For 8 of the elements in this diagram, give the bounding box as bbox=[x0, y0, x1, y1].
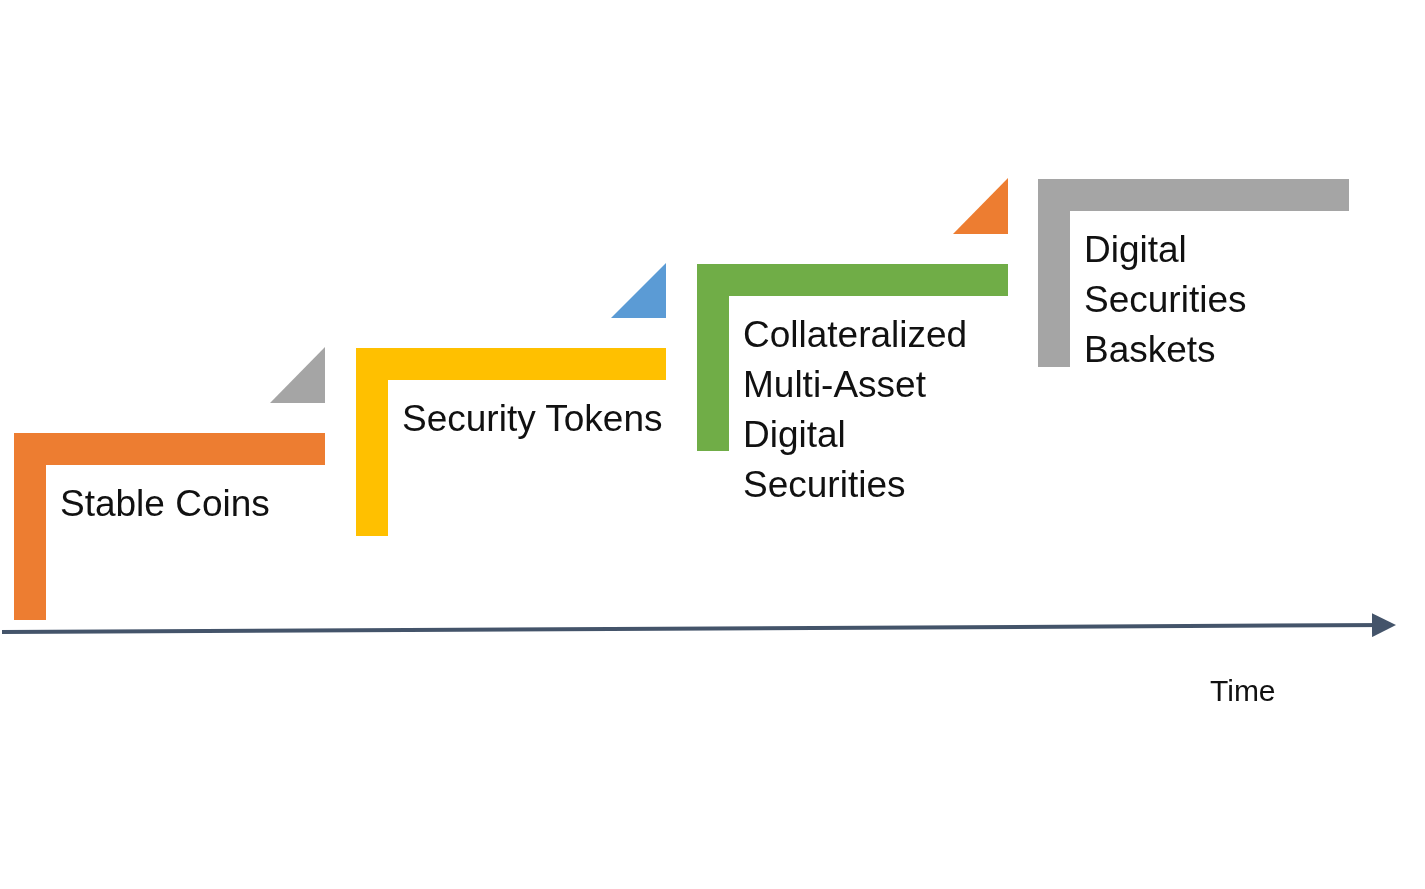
step-band bbox=[14, 433, 325, 620]
step-label: Security Tokens bbox=[402, 397, 664, 441]
step-label: Digital Securities Baskets bbox=[1084, 228, 1248, 372]
step-band bbox=[1038, 179, 1349, 367]
axis-label: Time bbox=[1210, 674, 1276, 708]
step-label: Stable Coins bbox=[60, 482, 271, 526]
step-band bbox=[356, 348, 666, 536]
step-label: Collateralized Multi-Asset Digital Securities bbox=[743, 313, 969, 507]
